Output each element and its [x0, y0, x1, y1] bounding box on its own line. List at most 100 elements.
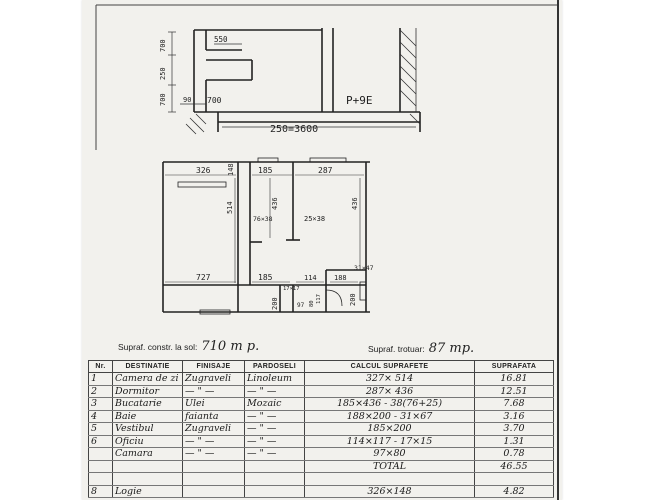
dim-436-bedroom: 436 — [351, 197, 359, 210]
cell-destination: Camera de zi — [112, 372, 183, 386]
dim-727: 727 — [196, 273, 211, 282]
dim-200-bath: 200 — [349, 293, 357, 306]
building-label: P+9E — [346, 94, 373, 107]
sidewalk-surface-value: 87 mp. — [428, 341, 475, 356]
cell-nr: 3 — [88, 397, 113, 411]
cell-finish: — " — — [182, 447, 245, 461]
cell-finish: Ulei — [182, 397, 245, 411]
cell-nr — [88, 460, 113, 473]
cell-flooring: Mozaic — [244, 397, 305, 411]
cell-nr: 4 — [88, 410, 113, 423]
dim-25x38: 25×38 — [304, 215, 325, 223]
dim-185-top: 185 — [258, 166, 273, 175]
header-destination: DESTINATIE — [112, 360, 183, 373]
cell-finish — [182, 472, 245, 486]
cell-area: 12.51 — [474, 385, 554, 398]
cell-destination: Dormitor — [112, 385, 183, 398]
table-row-total: TOTAL 46.55 — [88, 460, 554, 473]
cell-flooring — [244, 485, 305, 498]
cell-nr: 2 — [88, 385, 113, 398]
dim-700-upper: 700 — [159, 39, 167, 52]
cell-flooring: — " — — [244, 410, 305, 423]
cell-calc: 185×200 — [304, 422, 475, 436]
dim-700-bottom: 700 — [207, 96, 222, 105]
cell-calc: 97×80 — [304, 447, 475, 461]
cell-destination: Vestibul — [112, 422, 183, 436]
cell-calc: 287× 436 — [304, 385, 475, 398]
cell-area: 4.82 — [474, 485, 554, 498]
cell-calc: 188×200 - 31×67 — [304, 410, 475, 423]
cell-nr: 8 — [88, 485, 113, 498]
header-area-calc: CALCUL SUPRAFETE — [304, 360, 475, 373]
table-row: 8 Logie 326×148 4.82 — [88, 485, 554, 498]
sidewalk-surface: Supraf. trotuar:87 mp. — [368, 341, 474, 356]
cell-nr: 1 — [88, 372, 113, 386]
dim-185-bottom: 185 — [258, 273, 273, 282]
sidewalk-surface-label: Supraf. trotuar: — [368, 344, 425, 354]
dim-76x38: 76×38 — [253, 215, 273, 223]
table-row: 1 Camera de zi Zugraveli Linoleum 327× 5… — [88, 372, 554, 386]
table-row: 3 Bucatarie Ulei Mozaic 185×436 - 38(76+… — [88, 397, 554, 411]
built-surface-label: Supraf. constr. la sol: — [118, 342, 198, 352]
dim-90: 90 — [183, 96, 191, 104]
cell-area — [474, 472, 554, 486]
table-row: 5 Vestibul Zugraveli — " — 185×200 3.70 — [88, 422, 554, 436]
cell-flooring: — " — — [244, 435, 305, 448]
cell-destination: Oficiu — [112, 435, 183, 448]
built-surface: Supraf. constr. la sol:710 m p. — [118, 339, 259, 354]
cell-area: 3.16 — [474, 410, 554, 423]
sheet-border — [557, 0, 559, 500]
dim-700-lower: 700 — [159, 93, 167, 106]
cell-area: 0.78 — [474, 447, 554, 461]
dim-514: 514 — [226, 201, 234, 214]
cell-destination: Camara — [112, 447, 183, 461]
dim-436-kitchen: 436 — [271, 197, 279, 210]
table-row — [88, 472, 554, 486]
cell-destination — [112, 472, 183, 486]
cell-calc: 327× 514 — [304, 372, 475, 386]
cell-flooring: Linoleum — [244, 372, 305, 386]
cell-flooring: — " — — [244, 422, 305, 436]
cell-destination: Baie — [112, 410, 183, 423]
cell-flooring — [244, 460, 305, 473]
cell-finish: — " — — [182, 385, 245, 398]
dim-total-width: 250=3600 — [270, 124, 318, 135]
cell-calc: 326×148 — [304, 485, 475, 498]
cell-nr — [88, 472, 113, 486]
cell-area: 16.81 — [474, 372, 554, 386]
cell-flooring: — " — — [244, 447, 305, 461]
cell-area: 3.70 — [474, 422, 554, 436]
dim-550: 550 — [214, 35, 228, 44]
cell-area: 1.31 — [474, 435, 554, 448]
cell-finish — [182, 460, 245, 473]
cell-area: 7.68 — [474, 397, 554, 411]
table-row: 2 Dormitor — " — — " — 287× 436 12.51 — [88, 385, 554, 398]
table-row: 6 Oficiu — " — — " — 114×117 - 17×15 1.3… — [88, 435, 554, 448]
dim-200-vestibule: 200 — [271, 297, 279, 310]
table-row: 4 Baie faianta — " — 188×200 - 31×67 3.1… — [88, 410, 554, 423]
table-row: Camara — " — — " — 97×80 0.78 — [88, 447, 554, 461]
cell-destination: Bucatarie — [112, 397, 183, 411]
dim-148: 148 — [227, 163, 235, 176]
cell-finish: — " — — [182, 435, 245, 448]
dim-326: 326 — [196, 166, 211, 175]
cell-nr: 5 — [88, 422, 113, 436]
cell-calc: 185×436 - 38(76+25) — [304, 397, 475, 411]
cell-finish: faianta — [182, 410, 245, 423]
cell-finish: Zugraveli — [182, 372, 245, 386]
cell-calc: TOTAL — [304, 460, 475, 473]
cell-destination: Logie — [112, 485, 183, 498]
dim-31x47: 31×47 — [354, 264, 374, 272]
cell-nr: 6 — [88, 435, 113, 448]
dim-17x17: 17×17 — [283, 286, 300, 292]
dim-80: 80 — [309, 300, 315, 307]
cell-finish: Zugraveli — [182, 422, 245, 436]
cell-flooring — [244, 472, 305, 486]
dim-114: 114 — [304, 274, 317, 282]
header-area: SUPRAFATA — [474, 360, 554, 373]
dim-117: 117 — [316, 294, 322, 304]
cell-flooring: — " — — [244, 385, 305, 398]
cell-nr — [88, 447, 113, 461]
cell-calc — [304, 472, 475, 486]
